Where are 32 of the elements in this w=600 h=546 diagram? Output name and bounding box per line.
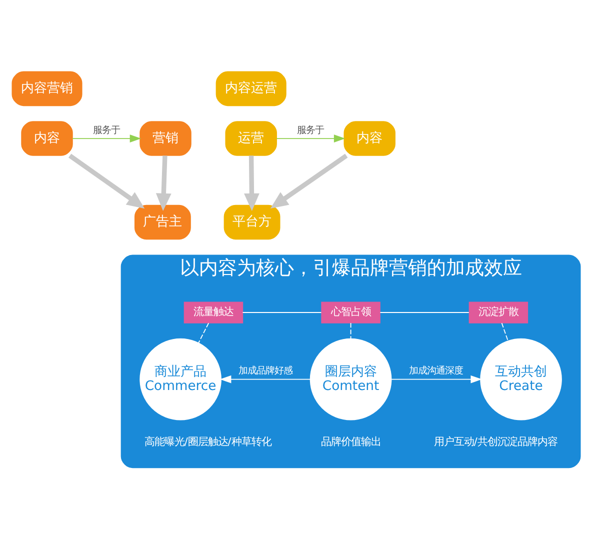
edge-label: 加成沟通深度 — [408, 365, 463, 376]
connector — [350, 322, 352, 339]
connector — [501, 322, 508, 341]
node-circle: 圈层内容 Comtent — [310, 338, 392, 420]
arrow — [72, 134, 142, 142]
node-box: 广告主 — [134, 204, 191, 240]
arrow — [156, 155, 172, 211]
arrow — [276, 134, 346, 142]
node-box: 流量触达 — [184, 301, 244, 323]
arrow — [270, 153, 348, 208]
node-box: 沉淀扩散 — [468, 301, 528, 323]
edge-label: 加成品牌好感 — [238, 365, 293, 376]
node-circle: 商业产品 Commerce — [140, 338, 222, 420]
node-box: 内容营销 — [12, 70, 82, 106]
arrow — [220, 374, 311, 383]
connector — [198, 322, 210, 343]
node-box: 心智占领 — [321, 301, 380, 323]
node-box: 内容运营 — [216, 70, 286, 106]
node-label: 品牌价值输出 — [320, 435, 381, 448]
node-box: 运营 — [225, 120, 277, 156]
node-box: 内容 — [344, 120, 396, 156]
arrow — [68, 153, 145, 208]
node-circle: 互动共创 Create — [480, 338, 562, 420]
arrow — [391, 374, 482, 383]
node-label: 用户互动/共创沉淀品牌内容 — [434, 435, 558, 448]
node-box: 内容 — [21, 120, 73, 156]
edge-label: 服务于 — [296, 124, 324, 136]
node-label: 高能曝光/圈层触达/种草转化 — [144, 435, 272, 448]
edge-label: 服务于 — [92, 124, 120, 136]
node-box: 平台方 — [224, 204, 280, 240]
arrow — [244, 155, 260, 211]
node-box: 营销 — [140, 120, 192, 156]
